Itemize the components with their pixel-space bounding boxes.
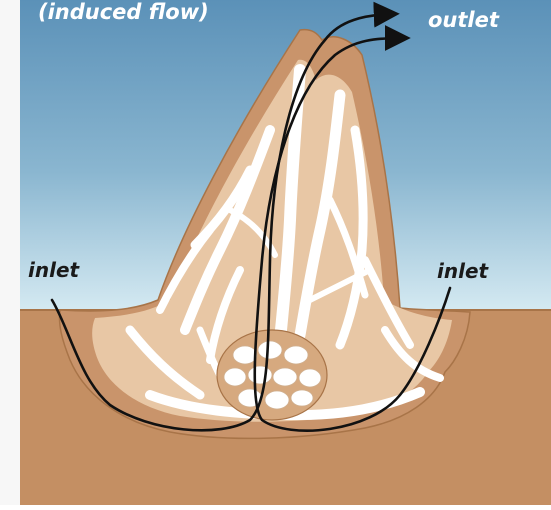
left-margin: [0, 0, 20, 505]
inlet-right-label: inlet: [437, 261, 488, 281]
outlet-label: outlet: [428, 10, 499, 31]
inlet-left-label: inlet: [28, 260, 79, 280]
induced-flow-label: (induced flow): [38, 2, 209, 23]
